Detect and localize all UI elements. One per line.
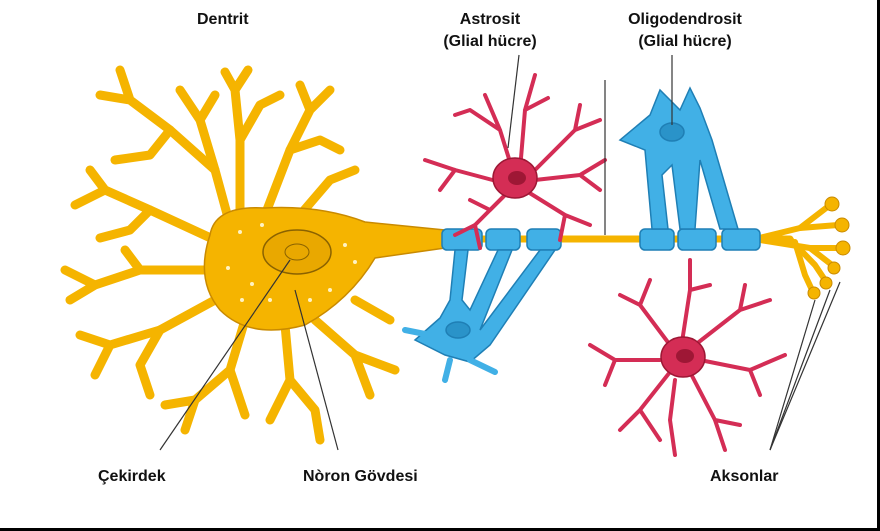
label-axons: Aksonlar <box>710 466 778 488</box>
label-oligo-type: (Glial hücre) <box>615 31 755 53</box>
oligodendrocyte-right <box>620 88 738 229</box>
label-dendrite: Dentrit <box>197 9 249 31</box>
label-astrocyte-type: (Glial hücre) <box>425 31 555 53</box>
label-oligodendrocyte: Oligodendrosit (Glial hücre) <box>615 9 755 53</box>
pointer-axons-3 <box>770 282 840 450</box>
label-nucleus: Çekirdek <box>98 466 166 488</box>
astrocyte-top <box>425 75 605 248</box>
label-astrocyte: Astrosit (Glial hücre) <box>425 9 555 53</box>
label-astrocyte-name: Astrosit <box>425 9 555 31</box>
pointer-astrocyte <box>508 55 519 148</box>
oligodendrocyte-left <box>405 250 555 380</box>
pointer-axons-1 <box>770 300 815 450</box>
astrocyte-bottom <box>590 260 785 455</box>
label-oligo-name: Oligodendrosit <box>615 9 755 31</box>
pointer-axons-2 <box>770 290 830 450</box>
nucleus <box>263 230 331 274</box>
soma <box>204 208 445 330</box>
label-soma: Nòron Gövdesi <box>303 466 418 488</box>
